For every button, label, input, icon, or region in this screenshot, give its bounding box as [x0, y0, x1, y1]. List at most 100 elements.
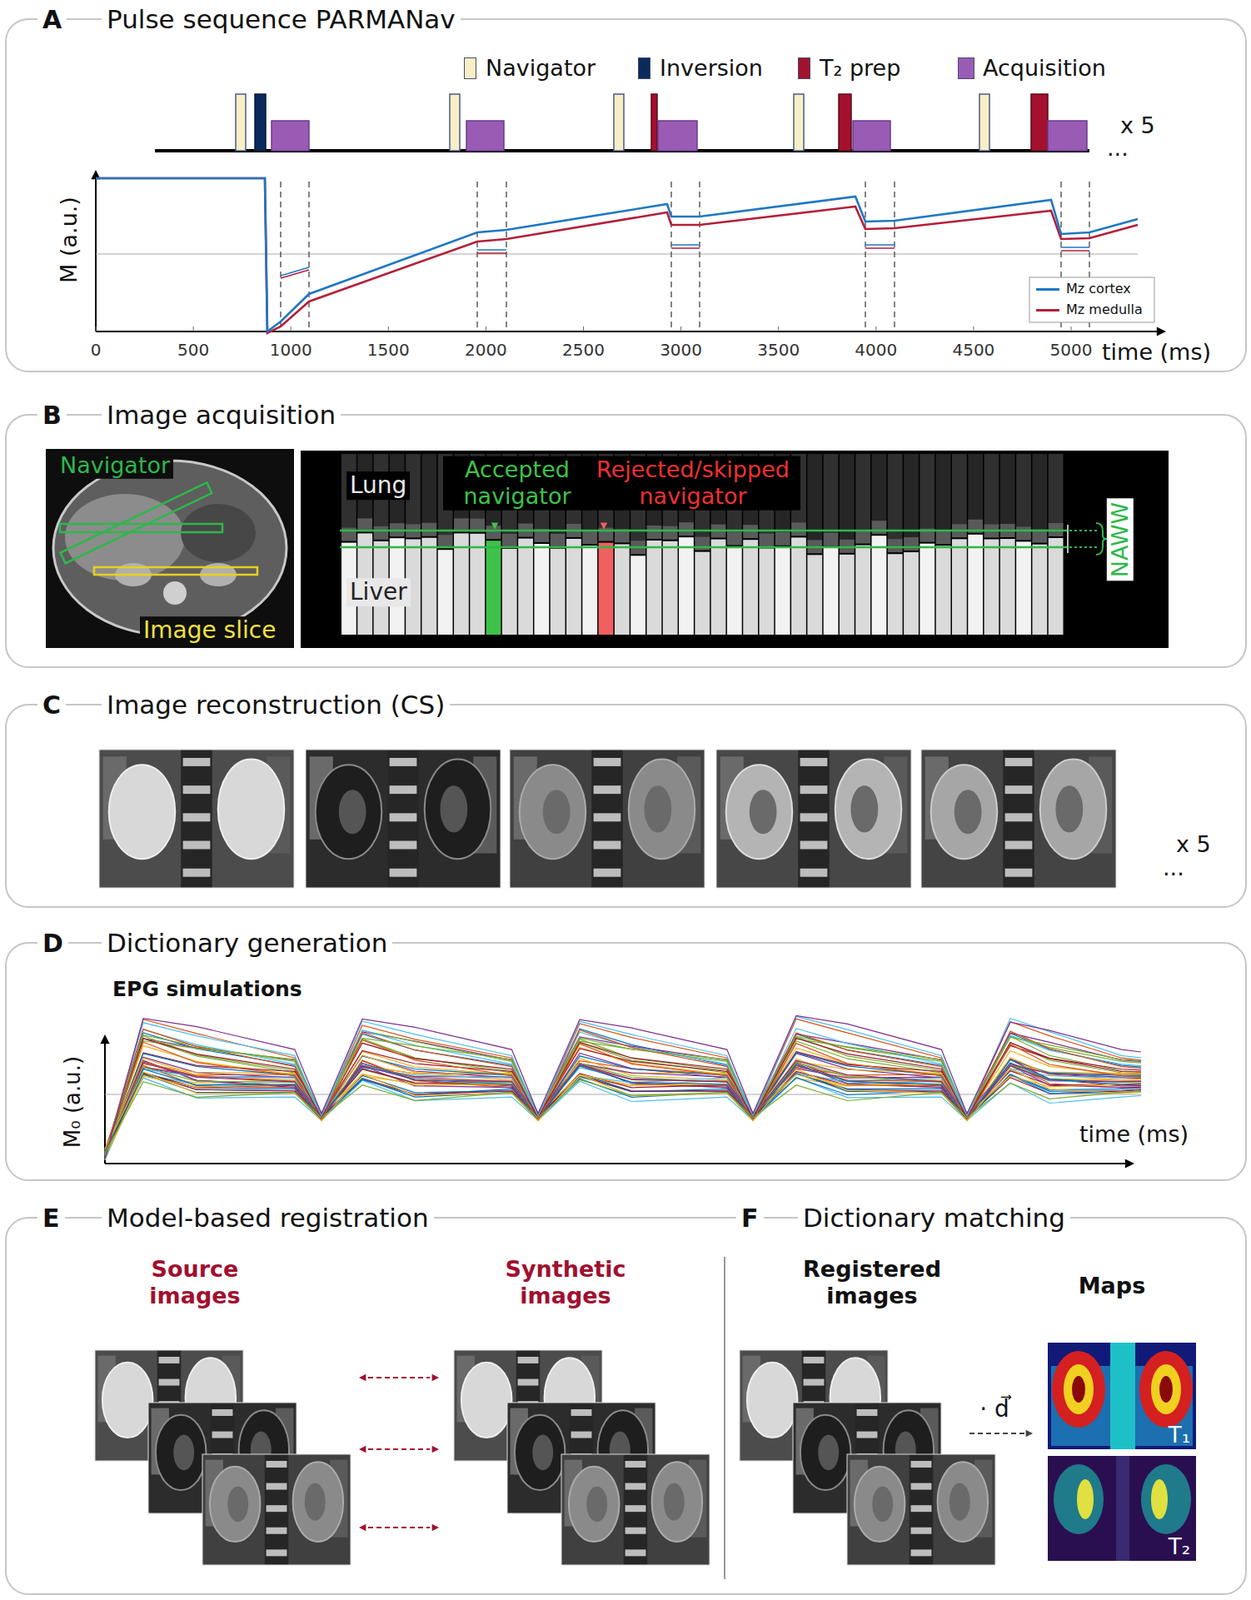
medulla-shape	[749, 789, 778, 834]
arrow-head	[99, 1034, 110, 1044]
image-frame	[509, 749, 705, 888]
vertebra-shape	[389, 868, 418, 878]
epg-curve	[104, 1061, 1142, 1155]
registration-arrow	[368, 1526, 430, 1529]
liver-column	[453, 533, 469, 635]
lung-column	[662, 526, 678, 540]
signal-trace	[280, 269, 310, 279]
kidney-shape	[209, 1466, 261, 1542]
arrow-head	[1156, 326, 1167, 336]
dashed-marker	[698, 181, 700, 332]
mri-image	[99, 749, 295, 888]
zero-line	[95, 253, 1138, 255]
mri-bg	[99, 749, 295, 888]
image-frame	[99, 749, 295, 888]
legend-text: Mz medulla	[1066, 301, 1143, 318]
dashed-marker	[505, 181, 507, 332]
arrow-head	[1125, 1158, 1135, 1168]
mri-bg	[202, 1454, 351, 1565]
arrow-head	[432, 1374, 439, 1381]
legend-text: T₂ prep	[819, 54, 901, 82]
vertebra-shape	[625, 1527, 647, 1535]
accepted-label: Accepted navigator	[443, 456, 592, 511]
legend-line-sample	[1036, 309, 1060, 312]
axis-tick	[95, 326, 97, 332]
epg-curve	[104, 1052, 1142, 1153]
mri-image	[202, 1454, 351, 1565]
vertebra-shape	[593, 868, 622, 878]
medulla-shape	[1055, 785, 1083, 833]
vertebra-shape	[911, 1527, 933, 1535]
lung-column	[486, 525, 502, 539]
region-label: Lung	[346, 471, 410, 500]
lung-column	[759, 533, 775, 548]
kidney-shape	[1063, 1364, 1094, 1415]
sequence-block	[979, 94, 990, 151]
registration-arrow	[368, 1376, 430, 1379]
vertebra-shape	[159, 1379, 180, 1386]
mri-image	[509, 749, 705, 888]
arrow-head	[432, 1524, 439, 1531]
mri-image	[921, 749, 1117, 888]
lung-column	[823, 453, 839, 536]
axis-label: M (a.u.)	[55, 196, 83, 284]
kidney-shape	[854, 1466, 906, 1542]
column-heading: Registered images	[782, 1255, 962, 1311]
kidney-shape	[835, 759, 903, 860]
x-axis	[95, 330, 1158, 333]
spine-shape	[591, 749, 623, 888]
medulla-shape	[338, 789, 367, 834]
arrow-head	[491, 523, 499, 530]
lung-column	[421, 453, 437, 526]
axis-tick	[290, 326, 292, 332]
lung-column	[903, 537, 919, 551]
epg-curve	[104, 1015, 1142, 1159]
liver-column	[1000, 538, 1016, 635]
vertebra-shape	[800, 757, 828, 767]
arrow-head	[600, 523, 608, 530]
lung-column	[1016, 453, 1032, 529]
y-axis	[94, 178, 97, 332]
sequence-block	[657, 120, 698, 151]
panel-letter: F	[736, 1203, 764, 1234]
dashed-marker	[864, 181, 866, 332]
mri-bg	[561, 1454, 710, 1565]
mri-bg	[716, 749, 912, 888]
spine-shape	[623, 1454, 648, 1565]
operator-label: · d⃗	[979, 1395, 1010, 1424]
lung-column	[646, 525, 662, 539]
vertebra-shape	[266, 1460, 288, 1468]
epg-curve	[104, 1067, 1142, 1160]
vertebra-shape	[266, 1527, 288, 1535]
dashed-marker	[308, 181, 310, 332]
window-bracket	[1069, 529, 1098, 532]
panel-letter: C	[37, 690, 66, 721]
panel-letter: D	[37, 928, 69, 959]
liver-column	[839, 554, 855, 635]
kidney-shape	[800, 1415, 852, 1491]
signal-trace	[671, 247, 700, 250]
slice-label: Image slice	[139, 616, 280, 645]
medulla-shape	[643, 785, 672, 833]
tick-label: 4000	[854, 339, 898, 360]
cortex-curve	[95, 178, 1138, 332]
vertebra-shape	[212, 1409, 234, 1416]
liver-column	[775, 547, 791, 635]
body-outline	[53, 460, 287, 636]
kidney-shape	[424, 759, 492, 860]
kidney-shape	[1051, 1350, 1106, 1428]
medulla-shape	[954, 789, 982, 834]
liver-column	[872, 535, 888, 635]
tick-label: 4500	[951, 339, 995, 360]
arrow-head	[358, 1524, 366, 1531]
epg-curve	[104, 1068, 1142, 1155]
panel-letter: B	[37, 400, 67, 431]
vertebra-shape	[593, 757, 622, 767]
sequence-block	[793, 94, 804, 151]
panel-title: Pulse sequence PARMANav	[101, 4, 461, 35]
liver-column	[951, 538, 967, 635]
liver-column	[502, 548, 518, 635]
mri-image	[561, 1454, 710, 1565]
lung-column	[502, 533, 518, 548]
spine-shape	[909, 1454, 933, 1565]
